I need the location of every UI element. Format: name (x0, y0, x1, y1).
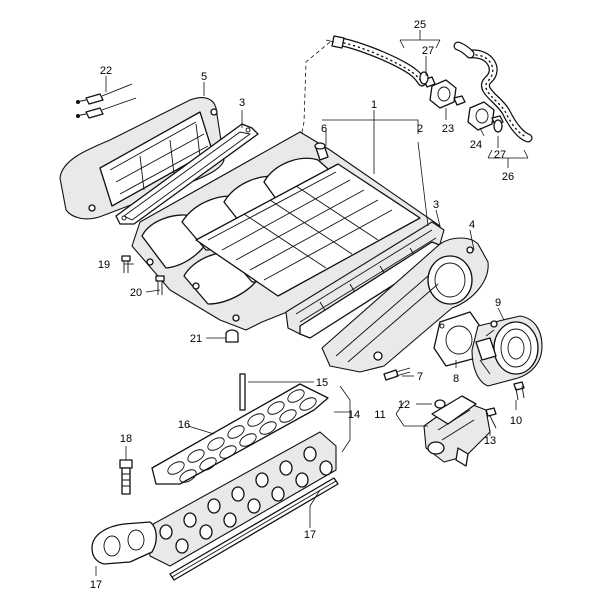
stud-bolt-18 (119, 459, 133, 495)
callout-5: 5 (201, 71, 207, 83)
leader-lines (95, 30, 529, 576)
vacuum-hose-upper (325, 35, 427, 87)
callout-3a: 3 (239, 97, 245, 109)
callout-14: 14 (348, 409, 360, 421)
callout-10: 10 (510, 415, 522, 427)
bolt-7 (383, 367, 411, 381)
callout-23: 23 (442, 123, 454, 135)
bolt-20 (155, 275, 165, 295)
spacer-strip (169, 477, 339, 581)
callout-17a: 17 (304, 529, 316, 541)
callout-12: 12 (398, 399, 410, 411)
stud-15 (239, 373, 246, 411)
callout-17b: 17 (90, 579, 102, 591)
callout-1: 1 (371, 99, 377, 111)
callout-15: 15 (316, 377, 328, 389)
lower-flange (145, 431, 337, 567)
bolt-13 (485, 407, 497, 429)
callout-22: 22 (100, 65, 112, 77)
port-gasket (151, 383, 329, 485)
callout-9: 9 (495, 297, 501, 309)
wire-connector (75, 83, 137, 119)
hose-routing-line (299, 41, 331, 143)
vacuum-hose-lower (453, 41, 533, 143)
callout-6: 6 (321, 123, 327, 135)
callout-25: 25 (414, 19, 426, 31)
end-cover (59, 97, 225, 220)
callout-24: 24 (470, 139, 482, 151)
throttle-body (471, 315, 543, 387)
callout-13: 13 (484, 435, 496, 447)
plug (225, 329, 239, 343)
callouts: 1 2 3 3 4 5 6 7 8 9 10 11 12 13 14 15 16… (90, 19, 522, 591)
callout-16: 16 (178, 419, 190, 431)
hose-clamp-lower (493, 119, 503, 133)
callout-4: 4 (469, 219, 475, 231)
callout-27b: 27 (494, 149, 506, 161)
callout-20: 20 (130, 287, 142, 299)
check-valve (423, 76, 466, 109)
callout-19: 19 (98, 259, 110, 271)
o-ring (434, 399, 446, 409)
callout-11: 11 (374, 409, 385, 421)
callout-18: 18 (120, 433, 132, 445)
callout-8: 8 (453, 373, 459, 385)
callout-7: 7 (417, 371, 423, 383)
actuator-assembly (423, 395, 491, 467)
callout-21: 21 (190, 333, 202, 345)
callout-2: 2 (417, 123, 423, 135)
flange-left (91, 521, 157, 565)
bolt-19 (121, 255, 131, 273)
hose-clamp-upper (419, 71, 429, 85)
callout-27a: 27 (422, 45, 434, 57)
callout-26: 26 (502, 171, 514, 183)
bolt-10 (513, 381, 525, 401)
callout-3b: 3 (433, 199, 439, 211)
throttle-adapter (321, 237, 489, 373)
